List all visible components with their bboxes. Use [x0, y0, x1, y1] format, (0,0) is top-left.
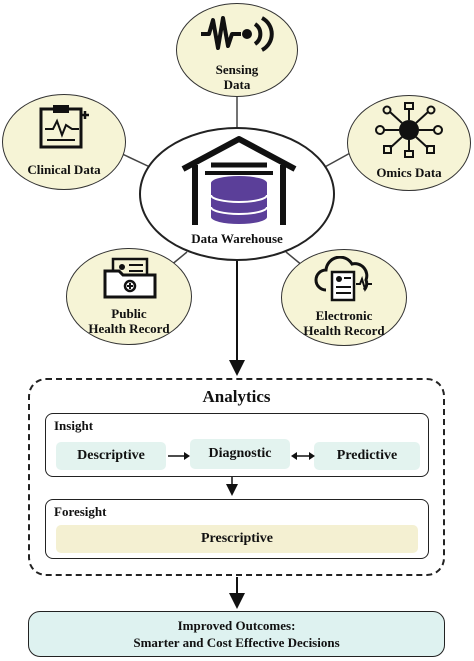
- public-health-record-node: Public Health Record: [66, 248, 192, 345]
- hub-label: Data Warehouse: [191, 231, 283, 246]
- insight-panel: Insight Descriptive Diagnostic Predictiv…: [45, 413, 429, 477]
- link-omics: [322, 151, 353, 169]
- diagnostic-step: Diagnostic: [190, 439, 290, 469]
- clipboard-chart-icon: [39, 105, 89, 149]
- foresight-title: Foresight: [54, 504, 107, 519]
- electronic-health-record-node: Electronic Health Record: [281, 249, 407, 346]
- electronic-label-1: Electronic: [315, 308, 373, 323]
- predictive-step: Predictive: [314, 442, 420, 470]
- descriptive-step: Descriptive: [56, 442, 166, 470]
- outcome-line-2: Smarter and Cost Effective Decisions: [133, 635, 340, 650]
- improved-outcomes-box: Improved Outcomes: Smarter and Cost Effe…: [28, 611, 445, 657]
- clinical-label: Clinical Data: [27, 162, 101, 177]
- outcome-line-1: Improved Outcomes:: [177, 618, 296, 633]
- sensing-label-1: Sensing: [215, 62, 259, 77]
- electronic-label-2: Health Record: [303, 323, 385, 338]
- analytics-title: Analytics: [202, 387, 271, 406]
- prescriptive-step: Prescriptive: [56, 525, 418, 553]
- sensing-data-node: Sensing Data: [176, 3, 298, 97]
- data-warehouse-hub: Data Warehouse: [139, 127, 335, 261]
- sensing-label-2: Data: [223, 77, 251, 92]
- arrow-descriptive-to-diagnostic: [168, 452, 190, 460]
- cloud-record-icon: [314, 256, 372, 302]
- insight-title: Insight: [54, 418, 94, 433]
- arrow-diagnostic-predictive: [291, 452, 315, 460]
- foresight-panel: Foresight Prescriptive: [45, 499, 429, 559]
- clinical-data-node: Clinical Data: [2, 94, 126, 190]
- analytics-container: Analytics Insight Descriptive Diagnostic…: [28, 378, 445, 576]
- molecule-network-icon: [375, 102, 443, 158]
- folder-record-icon: [103, 257, 157, 299]
- public-label-2: Health Record: [88, 321, 170, 336]
- public-label-1: Public: [111, 306, 147, 321]
- signal-wave-icon: [201, 16, 274, 52]
- omics-label: Omics Data: [376, 165, 442, 180]
- warehouse-database-icon: [181, 136, 297, 225]
- omics-data-node: Omics Data: [347, 95, 471, 191]
